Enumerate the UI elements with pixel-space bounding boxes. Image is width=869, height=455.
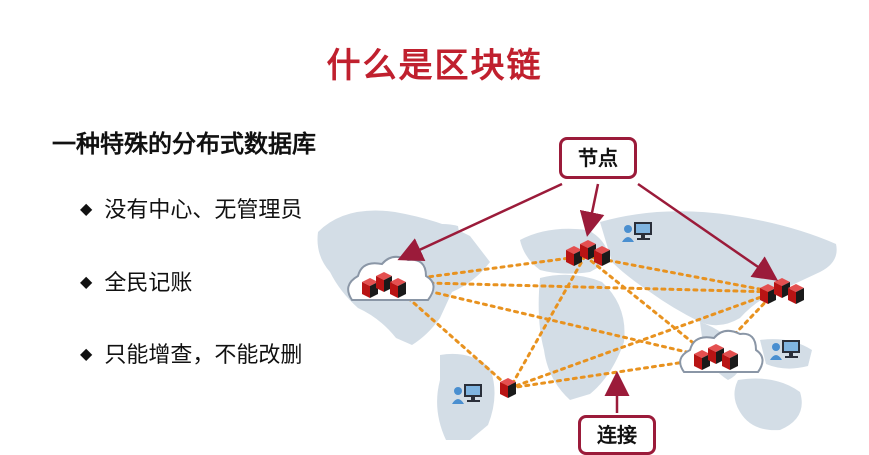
diamond-icon: ◆ — [80, 271, 93, 291]
block-node-icon — [566, 246, 582, 266]
subtitle: 一种特殊的分布式数据库 — [52, 130, 316, 158]
block-node-icon — [760, 284, 776, 304]
blockchain-network-diagram — [317, 182, 837, 440]
arrows — [397, 182, 779, 413]
node-oceania — [679, 329, 764, 373]
bullet-text: 只能增查，不能改删 — [104, 343, 303, 368]
bullet-append-only: ◆ 只能增查，不能改删 — [80, 337, 302, 369]
bullet-no-center: ◆ 没有中心、无管理员 — [80, 192, 302, 224]
diamond-icon: ◆ — [80, 343, 93, 363]
bullet-text: 全民记账 — [104, 271, 193, 296]
label-node: 节点 — [559, 137, 637, 179]
label-link: 连接 — [578, 415, 656, 455]
bullet-text: 没有中心、无管理员 — [104, 198, 303, 223]
block-node-icon — [362, 278, 378, 298]
diamond-icon: ◆ — [80, 198, 93, 218]
page-title: 什么是区块链 — [326, 46, 543, 86]
block-node-icon — [694, 350, 710, 370]
block-node-icon — [500, 378, 516, 398]
node-americas — [347, 255, 435, 301]
bullet-public-ledger: ◆ 全民记账 — [80, 265, 192, 297]
node-south-america — [500, 378, 516, 398]
